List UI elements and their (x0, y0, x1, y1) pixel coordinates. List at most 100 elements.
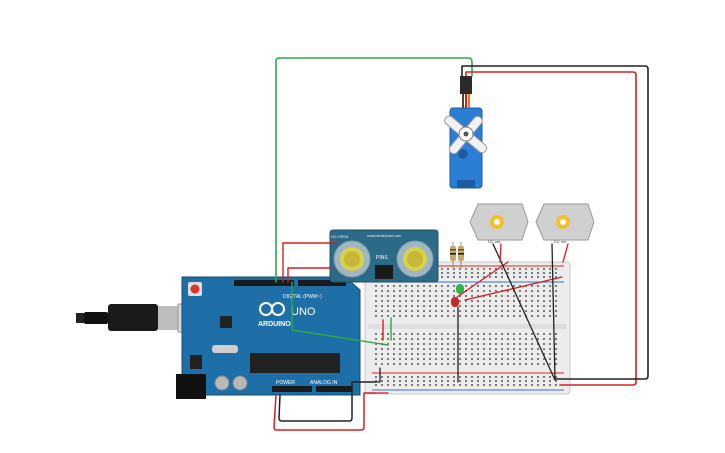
wire-red-motor2[interactable] (562, 243, 569, 263)
breadboard-hole (441, 376, 443, 378)
breadboard-hole (513, 358, 515, 360)
breadboard-hole (483, 384, 485, 386)
wires (273, 57, 649, 431)
breadboard-hole (507, 305, 509, 307)
resistor-2[interactable] (458, 242, 464, 268)
breadboard-hole (381, 315, 383, 317)
breadboard-hole (417, 310, 419, 312)
breadboard-hole (459, 376, 461, 378)
breadboard-hole (429, 358, 431, 360)
red-led[interactable] (451, 297, 459, 307)
breadboard-hole (525, 343, 527, 345)
breadboard-hole (555, 363, 557, 365)
breadboard-hole (393, 295, 395, 297)
wire-red-motor1[interactable] (499, 243, 502, 263)
dc-motor-2[interactable]: DC mtr (535, 203, 595, 244)
breadboard-hole (441, 300, 443, 302)
servo-motor[interactable] (431, 76, 500, 189)
breadboard-hole (531, 268, 533, 270)
breadboard-hole (453, 333, 455, 335)
breadboard-hole (429, 348, 431, 350)
breadboard-hole (525, 295, 527, 297)
breadboard-hole (381, 285, 383, 287)
breadboard-hole (543, 310, 545, 312)
breadboard-hole (525, 305, 527, 307)
breadboard-hole (489, 333, 491, 335)
breadboard-hole (555, 376, 557, 378)
breadboard-hole (477, 310, 479, 312)
breadboard-hole (387, 333, 389, 335)
breadboard-hole (435, 343, 437, 345)
breadboard-hole (447, 348, 449, 350)
breadboard-hole (441, 305, 443, 307)
breadboard-hole (471, 272, 473, 274)
breadboard-hole (537, 315, 539, 317)
breadboard-hole (459, 300, 461, 302)
green-led[interactable] (456, 284, 464, 294)
breadboard-hole (489, 358, 491, 360)
wire-green-echo[interactable] (291, 281, 389, 346)
breadboard-hole (555, 380, 557, 382)
breadboard-hole (441, 348, 443, 350)
breadboard-hole (399, 338, 401, 340)
resistor-1[interactable] (450, 242, 456, 268)
breadboard-hole (501, 295, 503, 297)
wire-black-motor2[interactable] (551, 243, 556, 381)
breadboard-hole (465, 358, 467, 360)
breadboard-hole (531, 272, 533, 274)
breadboard-hole (441, 338, 443, 340)
breadboard-hole (381, 380, 383, 382)
breadboard-hole (555, 315, 557, 317)
breadboard[interactable] (364, 261, 571, 395)
breadboard-hole (387, 348, 389, 350)
wire-red-5v[interactable] (273, 392, 376, 431)
arduino-uno[interactable]: ARDUINO UNO DIGITAL (PWM~) POWER ANALOG … (76, 276, 361, 399)
digital-label: DIGITAL (PWM~) (283, 294, 322, 300)
arduino-brand: ARDUINO (258, 321, 291, 328)
breadboard-hole (447, 380, 449, 382)
breadboard-hole (525, 272, 527, 274)
breadboard-hole (411, 358, 413, 360)
wire-red-trigger[interactable] (287, 267, 332, 283)
breadboard-hole (441, 363, 443, 365)
wire-green-servo-signal[interactable] (275, 57, 473, 283)
breadboard-hole (387, 353, 389, 355)
breadboard-hole (405, 363, 407, 365)
breadboard-hole (423, 380, 425, 382)
breadboard-hole (405, 380, 407, 382)
breadboard-hole (435, 333, 437, 335)
breadboard-hole (411, 353, 413, 355)
breadboard-hole (477, 315, 479, 317)
breadboard-hole (519, 300, 521, 302)
breadboard-hole (555, 295, 557, 297)
wire-red-sensor[interactable] (282, 242, 337, 283)
breadboard-hole (495, 300, 497, 302)
wire-black-motor1[interactable] (492, 243, 556, 381)
breadboard-hole (411, 315, 413, 317)
breadboard-hole (483, 300, 485, 302)
breadboard-hole (375, 343, 377, 345)
breadboard-hole (411, 290, 413, 292)
breadboard-hole (447, 353, 449, 355)
wire-red-led-link[interactable] (456, 261, 509, 298)
breadboard-hole (549, 380, 551, 382)
breadboard-hole (549, 358, 551, 360)
breadboard-hole (423, 300, 425, 302)
breadboard-hole (387, 338, 389, 340)
breadboard-hole (471, 353, 473, 355)
wire-red-servo-power[interactable] (465, 71, 637, 386)
wire-black-servo-ground[interactable] (461, 65, 649, 380)
breadboard-hole (423, 290, 425, 292)
dc-motor-1[interactable]: DC mtr (469, 203, 529, 244)
breadboard-hole (519, 384, 521, 386)
wire-black-rail-link[interactable] (374, 367, 381, 383)
breadboard-hole (477, 338, 479, 340)
breadboard-hole (549, 353, 551, 355)
wire-black-gnd[interactable] (278, 381, 376, 422)
breadboard-hole (507, 272, 509, 274)
breadboard-hole (537, 268, 539, 270)
breadboard-hole (483, 338, 485, 340)
breadboard-hole (531, 315, 533, 317)
ultrasonic-sensor[interactable]: www.tinkercad.com PINS HC-SR04 (329, 229, 439, 283)
breadboard-hole (495, 285, 497, 287)
